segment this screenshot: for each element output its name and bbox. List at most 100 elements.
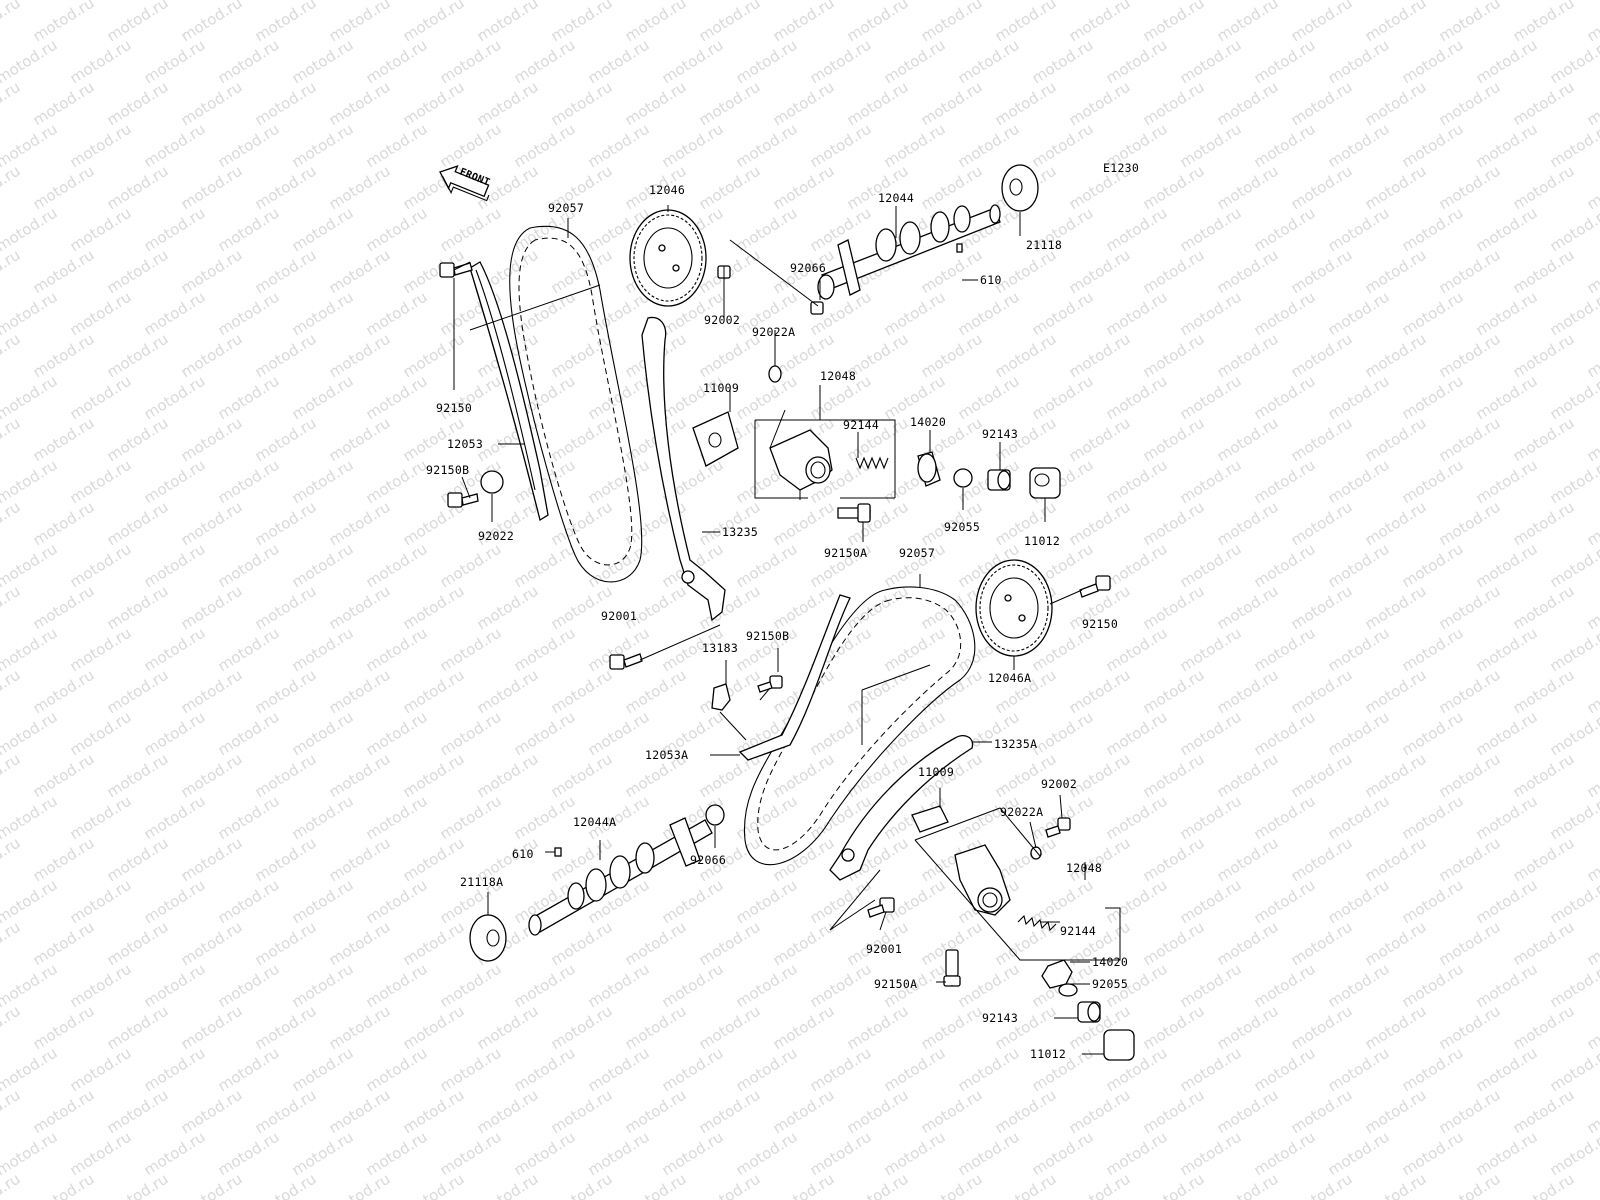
watermark-text: motod.ru: [289, 1128, 357, 1180]
label-92057-lower: 92057: [899, 546, 935, 560]
watermark-text: motod.ru: [548, 1170, 616, 1200]
watermark-text: motod.ru: [1177, 372, 1245, 424]
watermark-text: motod.ru: [1584, 330, 1600, 382]
watermark-text: motod.ru: [548, 414, 616, 466]
bolt-92150-lower: [1079, 575, 1111, 598]
watermark-text: motod.ru: [104, 834, 172, 886]
watermark-text: motod.ru: [881, 1128, 949, 1180]
watermark-text: motod.ru: [770, 834, 838, 886]
watermark-text: motod.ru: [1436, 0, 1504, 45]
watermark-text: motod.ru: [1066, 414, 1134, 466]
camshaft-lower: [528, 817, 713, 936]
watermark-text: motod.ru: [1362, 162, 1430, 214]
watermark-text: motod.ru: [1103, 876, 1171, 928]
watermark-text: motod.ru: [992, 750, 1060, 802]
watermark-text: motod.ru: [918, 78, 986, 130]
watermark-text: motod.ru: [1547, 372, 1600, 424]
watermark-text: motod.ru: [1399, 960, 1467, 1012]
watermark-text: motod.ru: [178, 414, 246, 466]
watermark-text: motod.ru: [992, 0, 1060, 45]
watermark-text: motod.ru: [1325, 960, 1393, 1012]
watermark-text: motod.ru: [1177, 792, 1245, 844]
watermark-text: motod.ru: [918, 246, 986, 298]
watermark-text: motod.ru: [178, 78, 246, 130]
watermark-text: motod.ru: [1547, 288, 1600, 340]
watermark-text: motod.ru: [548, 1002, 616, 1054]
o-ring-lower: [1058, 983, 1078, 997]
watermark-text: motod.ru: [548, 246, 616, 298]
chain-tensioner-guide-upper: [641, 316, 726, 622]
watermark-text: motod.ru: [363, 456, 431, 508]
cap-11012-lower: [1103, 1029, 1135, 1061]
label-92150-upper: 92150: [436, 401, 472, 415]
watermark-text: motod.ru: [474, 582, 542, 634]
label-13235: 13235: [722, 525, 758, 539]
watermark-text: motod.ru: [807, 36, 875, 88]
watermark-text: motod.ru: [1399, 372, 1467, 424]
watermark-text: motod.ru: [252, 918, 320, 970]
watermark-text: motod.ru: [733, 204, 801, 256]
watermark-text: motod.ru: [474, 1170, 542, 1200]
watermark-text: motod.ru: [178, 750, 246, 802]
watermark-text: motod.ru: [807, 1044, 875, 1096]
watermark-text: motod.ru: [1473, 792, 1541, 844]
watermark-text: motod.ru: [1103, 456, 1171, 508]
watermark-text: motod.ru: [733, 960, 801, 1012]
watermark-text: motod.ru: [881, 288, 949, 340]
watermark-text: motod.ru: [178, 162, 246, 214]
watermark-text: motod.ru: [104, 246, 172, 298]
watermark-text: motod.ru: [1066, 498, 1134, 550]
watermark-text: motod.ru: [1066, 0, 1134, 45]
watermark-text: motod.ru: [1251, 288, 1319, 340]
watermark-text: motod.ru: [30, 834, 98, 886]
watermark-text: motod.ru: [1362, 1170, 1430, 1200]
watermark-text: motod.ru: [1140, 582, 1208, 634]
label-92057-upper: 92057: [548, 201, 584, 215]
cam-chain-tensioner-upper: [769, 429, 833, 491]
watermark-text: motod.ru: [548, 918, 616, 970]
watermark-text: motod.ru: [215, 960, 283, 1012]
watermark-text: motod.ru: [1251, 792, 1319, 844]
watermark-text: motod.ru: [1547, 456, 1600, 508]
watermark-text: motod.ru: [252, 750, 320, 802]
watermark-text: motod.ru: [1547, 120, 1600, 172]
cap-92143-upper: [987, 469, 1011, 491]
watermark-text: motod.ru: [1288, 1170, 1356, 1200]
watermark-text: motod.ru: [770, 918, 838, 970]
watermark-text: motod.ru: [178, 330, 246, 382]
watermark-text: motod.ru: [1103, 36, 1171, 88]
watermark-text: motod.ru: [1251, 1044, 1319, 1096]
label-92143-lower: 92143: [982, 1011, 1018, 1025]
watermark-text: motod.ru: [770, 498, 838, 550]
label-92055-lower: 92055: [1092, 977, 1128, 991]
watermark-text: motod.ru: [955, 372, 1023, 424]
watermark-text: motod.ru: [1214, 0, 1282, 45]
front-arrow-icon: [439, 165, 490, 202]
watermark-text: motod.ru: [437, 1128, 505, 1180]
watermark-text: motod.ru: [1510, 0, 1578, 45]
watermark-text: motod.ru: [104, 0, 172, 45]
watermark-text: motod.ru: [1362, 1086, 1430, 1138]
watermark-text: motod.ru: [770, 582, 838, 634]
label-92022: 92022: [478, 529, 514, 543]
watermark-text: motod.ru: [1473, 1044, 1541, 1096]
watermark-text: motod.ru: [511, 792, 579, 844]
watermark-text: motod.ru: [0, 0, 23, 45]
watermark-text: motod.ru: [1325, 876, 1393, 928]
watermark-text: motod.ru: [770, 78, 838, 130]
watermark-text: motod.ru: [1584, 162, 1600, 214]
label-12044: 12044: [878, 191, 914, 205]
cam-end-plate-lower: [469, 914, 507, 962]
label-11009-lower: 11009: [918, 765, 954, 779]
watermark-text: motod.ru: [1288, 582, 1356, 634]
watermark-text: motod.ru: [1473, 120, 1541, 172]
watermark-text: motod.ru: [1510, 1086, 1578, 1138]
watermark-text: motod.ru: [1436, 666, 1504, 718]
watermark-text: motod.ru: [400, 0, 468, 45]
watermark-text: motod.ru: [844, 162, 912, 214]
watermark-text: motod.ru: [1140, 330, 1208, 382]
watermark-text: motod.ru: [363, 1128, 431, 1180]
watermark-text: motod.ru: [1473, 372, 1541, 424]
watermark-text: motod.ru: [844, 666, 912, 718]
